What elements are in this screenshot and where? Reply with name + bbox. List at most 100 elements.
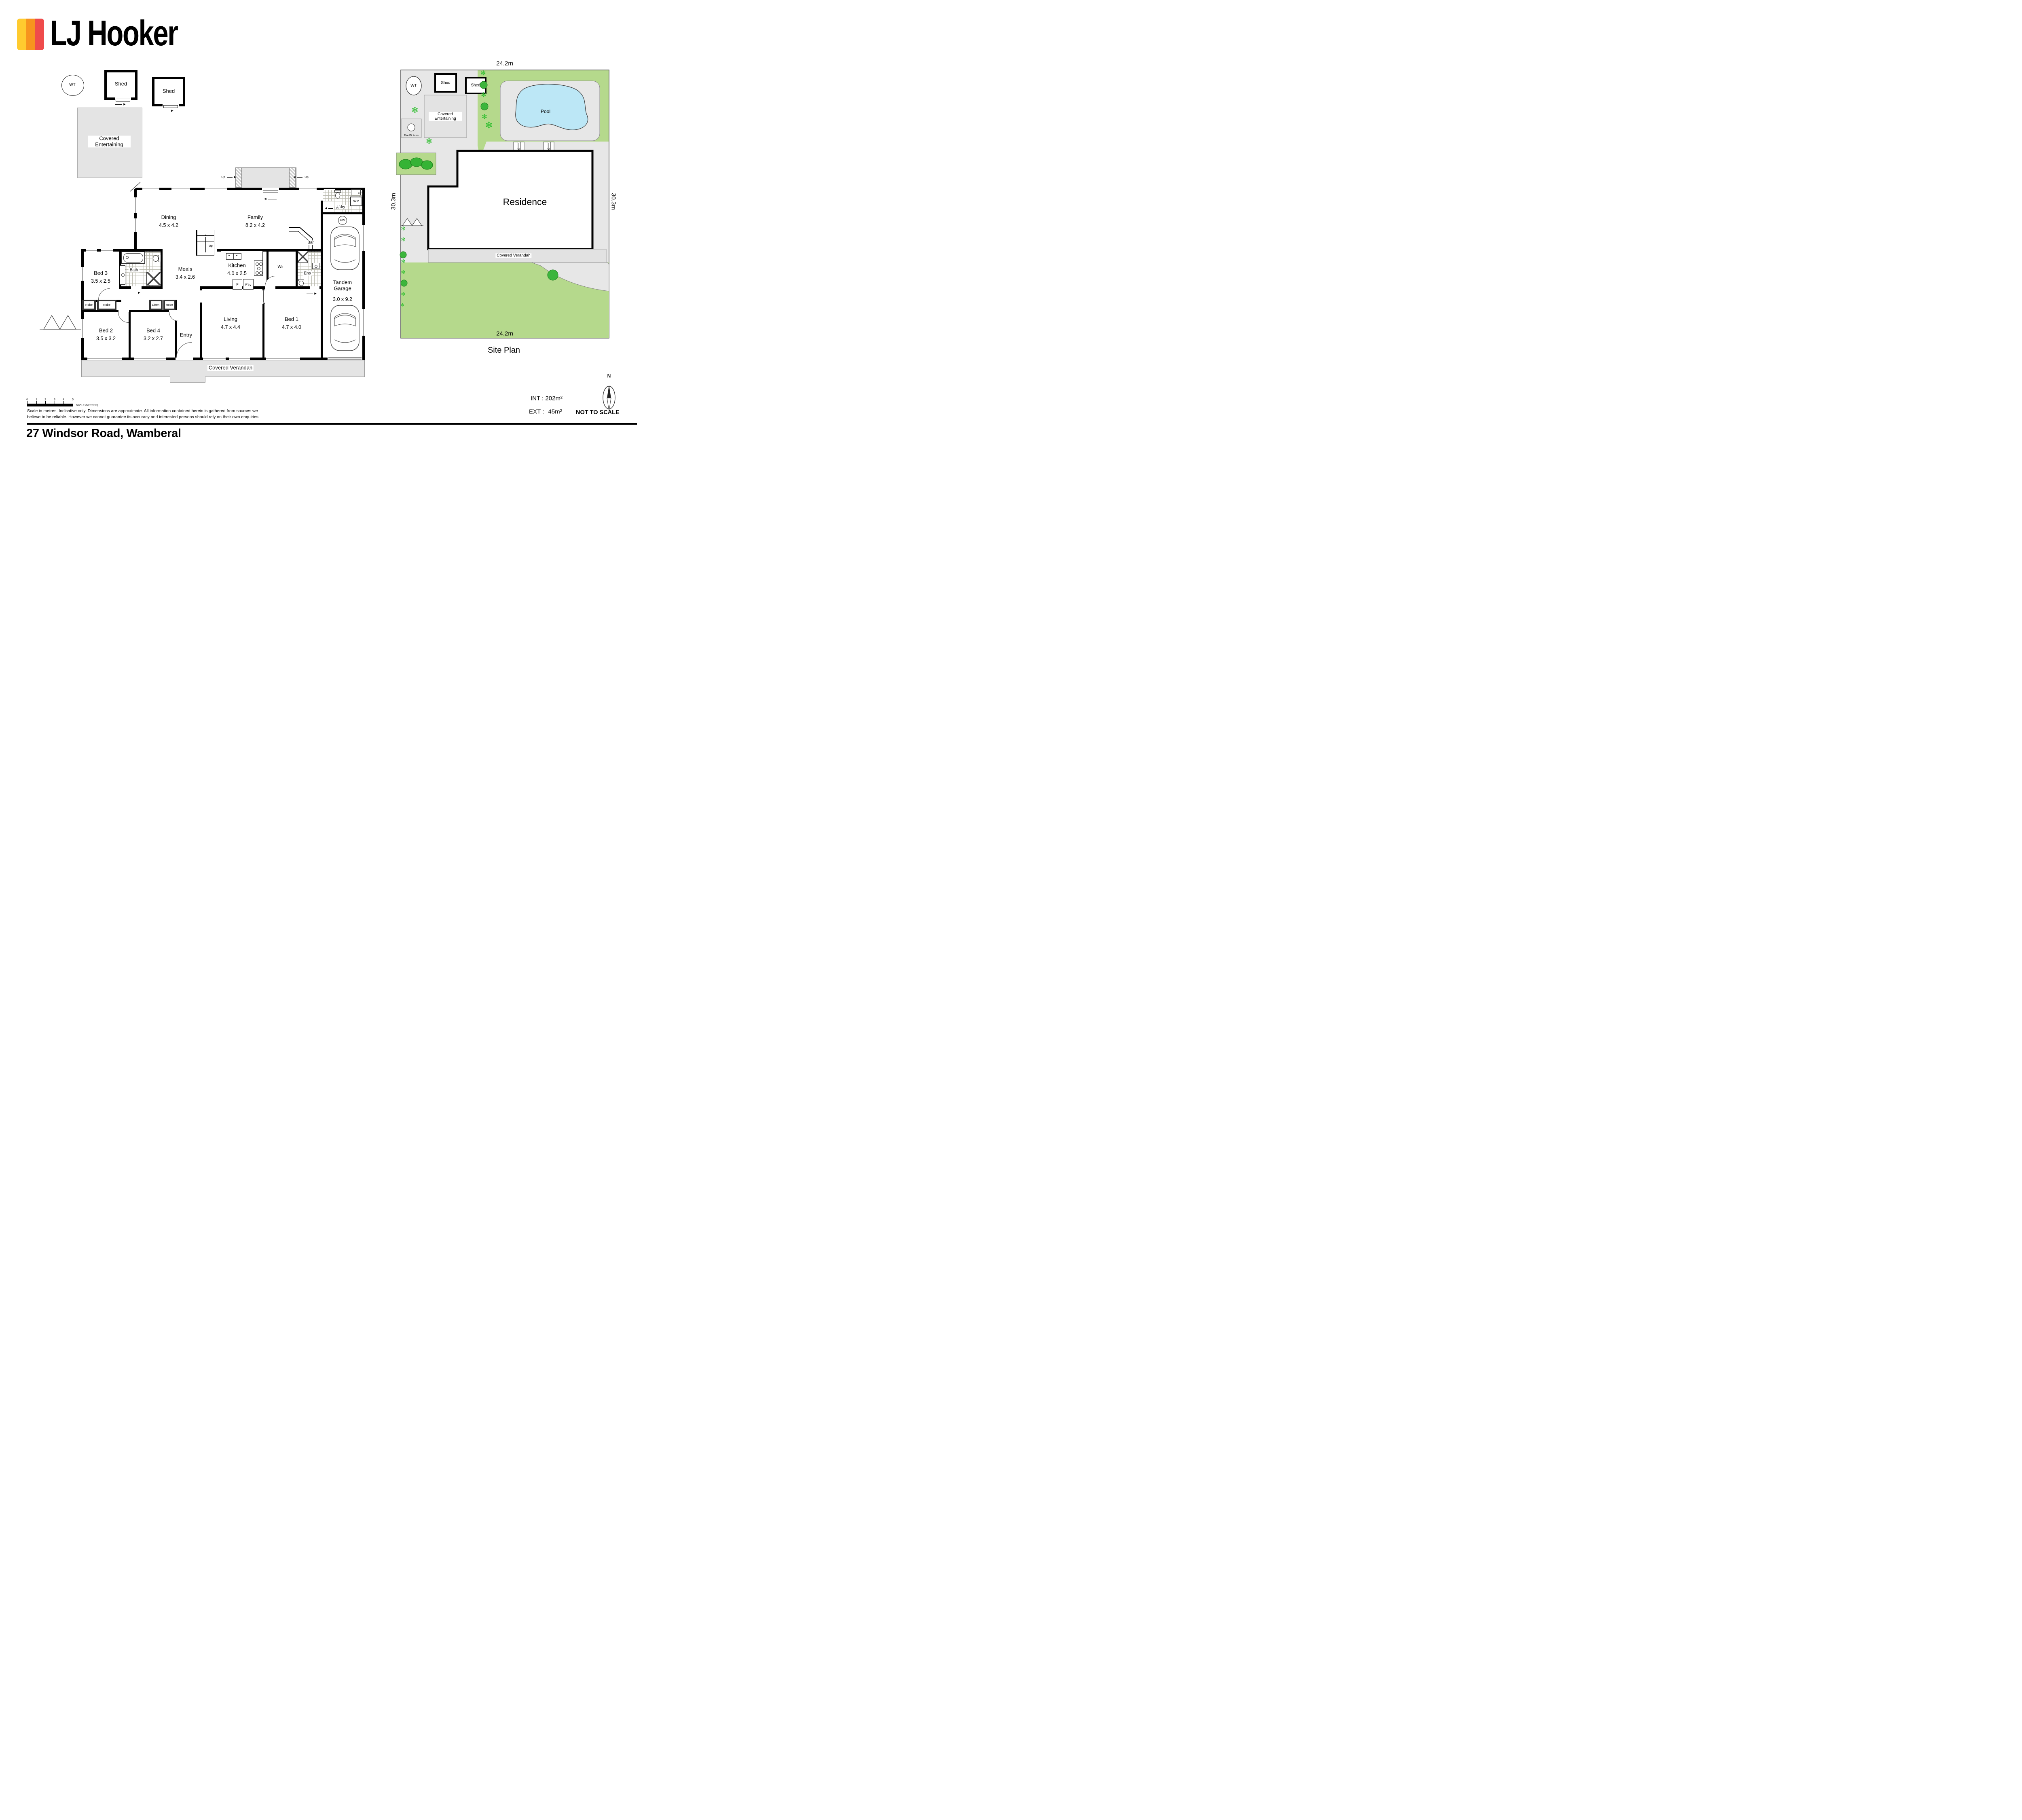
plant-icon: ✻ <box>401 225 406 232</box>
room-living-dims: 4.7 x 4.4 <box>221 324 240 330</box>
hot-water-unit <box>338 216 347 225</box>
site-water-tank <box>406 76 422 95</box>
deck-up-right-line <box>297 177 302 178</box>
wall <box>262 289 264 358</box>
wall <box>362 188 365 360</box>
bath-vanity <box>120 265 125 285</box>
site-pool-label: Pool <box>540 108 551 114</box>
wall <box>217 249 321 252</box>
gate-icon <box>40 315 82 330</box>
bath-shower <box>146 272 161 286</box>
shed-2-label: Shed <box>162 88 175 94</box>
window-mark <box>134 218 137 232</box>
property-address: 27 Windsor Road, Wamberal <box>26 427 181 440</box>
window-mark <box>362 225 365 251</box>
plant-icon: ✻ <box>401 258 406 265</box>
door-arc <box>169 312 178 321</box>
room-meals-dims: 3.4 x 2.6 <box>176 274 195 280</box>
window-mark <box>203 358 226 360</box>
brand-name: LJ Hooker <box>50 13 178 53</box>
wir-label: Wir <box>277 265 284 269</box>
room-bed3-name: Bed 3 <box>94 270 108 276</box>
deck-step <box>263 190 278 193</box>
window-mark <box>81 319 84 338</box>
ens-toilet-bowl <box>299 281 304 286</box>
wall <box>321 188 323 358</box>
site-plan-map <box>396 70 609 339</box>
car-icon <box>330 226 360 270</box>
site-shed-1-label: Shed <box>441 80 451 85</box>
laundry-up-arrow-icon: ◄ <box>324 206 328 210</box>
scale-tick-0: 0 <box>26 398 28 401</box>
wall <box>175 300 177 358</box>
door-gap <box>265 286 275 289</box>
bush-icon <box>547 269 558 281</box>
bush-icon <box>400 251 407 258</box>
door-gap <box>169 310 178 312</box>
int-area: INT : 202m² <box>531 395 563 402</box>
ext-area: EXT : 45m² <box>529 408 562 415</box>
plant-icon: ✻ <box>401 269 406 275</box>
wall <box>139 249 163 252</box>
robe-bed4-label: Robe <box>166 303 173 307</box>
window-mark <box>101 249 113 252</box>
room-dining-name: Dining <box>161 214 176 220</box>
room-meals-name: Meals <box>178 266 192 272</box>
water-tank <box>61 75 84 96</box>
room-kitchen-name: Kitchen <box>227 262 247 269</box>
wall <box>134 188 365 190</box>
compass-icon <box>603 385 615 411</box>
room-garage-name: Tandem Garage <box>333 279 352 291</box>
logo-stripe-yellow-icon <box>17 19 26 50</box>
room-bed1-dims: 4.7 x 4.0 <box>282 324 301 330</box>
shed-1-arrow-icon: ► <box>123 102 127 106</box>
hot-water-label: HW <box>340 218 345 222</box>
shed-1-label: Shed <box>114 80 127 87</box>
room-bed2-name: Bed 2 <box>99 327 113 334</box>
garage-door-gap <box>328 357 362 361</box>
window-mark <box>142 188 159 190</box>
bar-label: Bar <box>306 240 315 245</box>
door-arc <box>98 288 110 300</box>
robe-bed4 <box>163 300 176 310</box>
window-mark <box>134 197 137 213</box>
entry-label: Entry <box>180 332 192 338</box>
ens-label: Ens <box>302 271 312 276</box>
washing-machine-label: WM <box>353 199 360 203</box>
deck-up-right-label: Up <box>305 175 309 179</box>
shed-1-arrow-line <box>115 104 122 105</box>
robe-bed2-a <box>82 300 96 310</box>
steps-icon <box>543 142 554 151</box>
door-gap <box>321 190 323 201</box>
fridge-space <box>233 279 242 290</box>
plant-icon: ✻ <box>401 236 406 243</box>
door-gap <box>131 286 142 289</box>
site-shed-2-label: Shed <box>471 83 480 88</box>
laundry-label: L'dry <box>335 205 347 210</box>
window-mark <box>205 188 227 190</box>
plant-icon: ✻ <box>401 291 406 297</box>
site-covered-verandah-label: Covered Verandah <box>495 253 532 258</box>
deck-column-left <box>235 167 242 188</box>
door-gap <box>262 188 279 190</box>
room-bed3-dims: 3.5 x 2.5 <box>91 278 110 284</box>
window-mark <box>229 358 250 360</box>
covered-verandah-label: Covered Verandah <box>207 365 254 371</box>
fire-pit-icon <box>407 123 415 131</box>
wall <box>200 286 321 289</box>
pantry <box>243 279 254 290</box>
site-dim-frontage-bottom: 24.2m <box>496 330 513 337</box>
bush-icon <box>480 102 489 110</box>
room-dining-dims: 4.5 x 4.2 <box>159 222 178 228</box>
site-residence-label: Residence <box>503 197 547 207</box>
wall <box>266 249 269 286</box>
wall <box>200 289 202 358</box>
wall <box>321 212 362 214</box>
plant-icon: ✻ <box>411 106 419 115</box>
site-fire-pit-label: Fire Pit Area <box>404 134 419 137</box>
room-living-name: Living <box>224 316 237 322</box>
scale-tick-4: 4 <box>63 398 64 401</box>
site-dim-depth-right: 30.3m <box>610 193 617 210</box>
wall <box>196 230 197 256</box>
fridge-label: F <box>236 282 239 287</box>
